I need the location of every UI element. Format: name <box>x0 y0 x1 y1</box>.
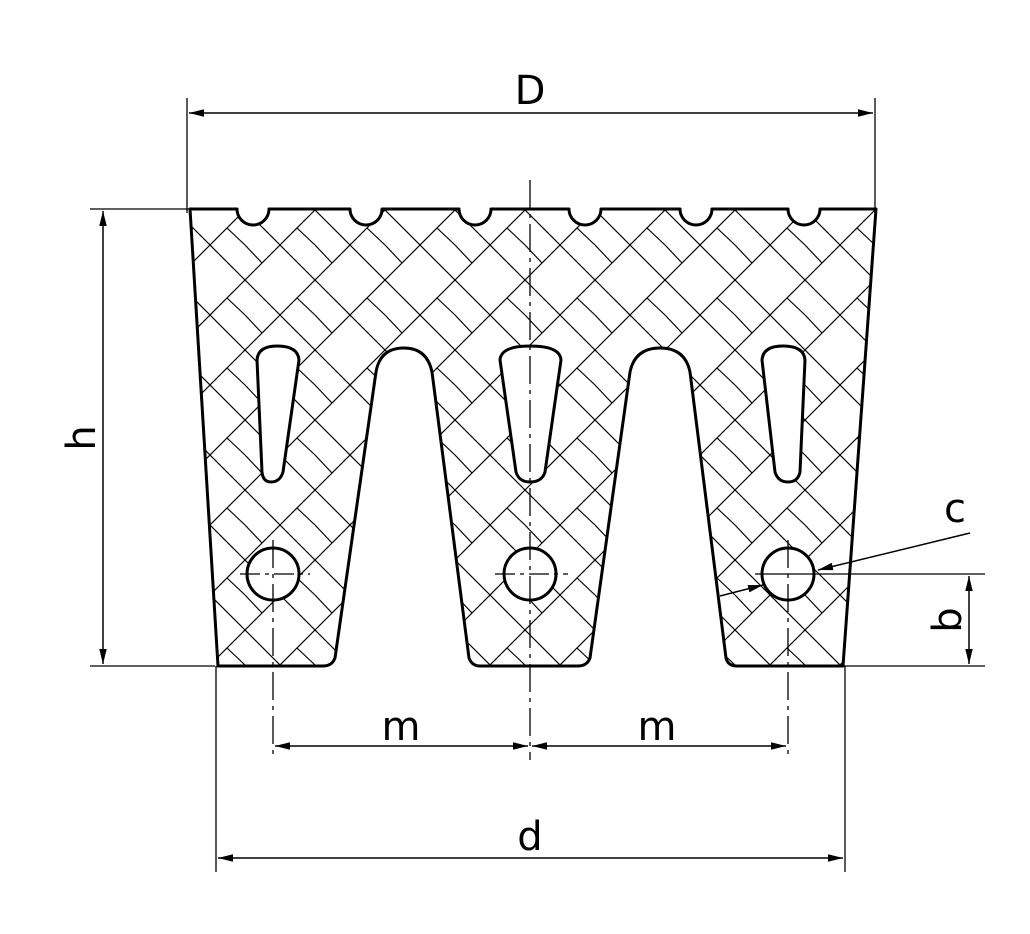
label-d: d <box>517 814 542 860</box>
extension-lines <box>90 98 985 872</box>
dimension-lines <box>99 109 973 862</box>
label-h: h <box>59 425 105 450</box>
label-b: b <box>925 607 971 632</box>
center-lines <box>240 180 985 760</box>
wedge-slot-right <box>760 344 807 484</box>
label-m-left: m <box>382 704 421 750</box>
dim-c-leader <box>817 532 971 571</box>
label-m-right: m <box>638 704 677 750</box>
dim-c-leader-2 <box>719 584 764 597</box>
wedge-slot-left <box>255 344 301 484</box>
label-D: D <box>515 68 546 114</box>
label-c: c <box>944 486 966 532</box>
